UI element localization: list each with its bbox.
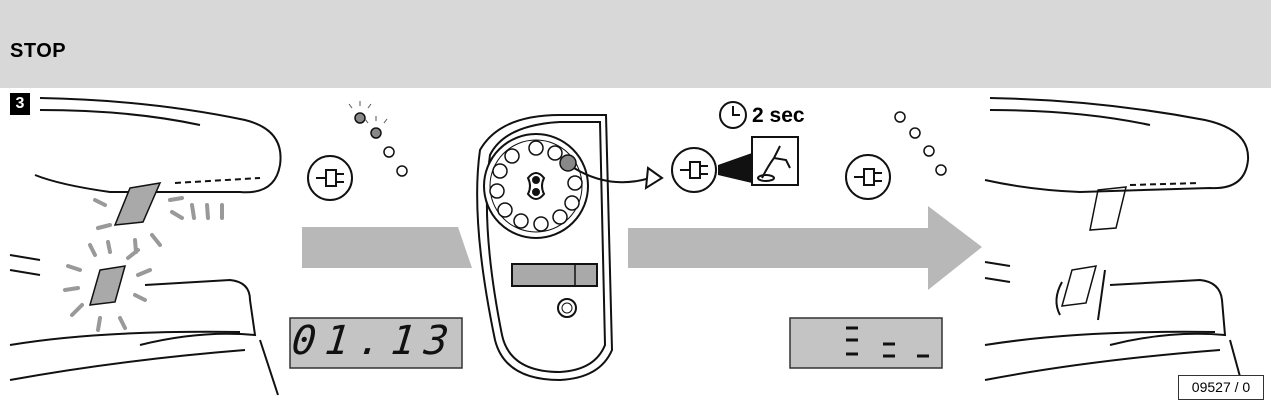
- left-car-illustration: [9, 97, 282, 396]
- timer-label: 2 sec: [752, 104, 805, 127]
- lower-light: [88, 265, 127, 306]
- led-indicator-left: [348, 101, 408, 177]
- press-beam: [718, 153, 752, 183]
- clock-icon: [719, 101, 747, 129]
- right-car-illustration: [984, 97, 1250, 396]
- lcd-display-right: [789, 317, 943, 369]
- step-number-badge: 3: [10, 93, 30, 115]
- page-title: STOP: [10, 40, 67, 62]
- start-stop-button: [557, 298, 577, 318]
- lcd-left-value: 01.13: [289, 318, 460, 364]
- blink-rays: [63, 196, 224, 332]
- arrow-bar-left: [302, 227, 472, 268]
- illustration: [9, 97, 1250, 396]
- lcd-right-segments: [846, 326, 929, 358]
- remote-slot: [511, 263, 598, 287]
- plug-icon: [307, 155, 353, 201]
- led-indicator-right: [894, 111, 947, 176]
- upper-light: [113, 182, 162, 226]
- dial-buttons: [489, 140, 583, 232]
- blinking-lights: [63, 182, 224, 332]
- arrow-right: [628, 206, 982, 290]
- lcd-display-left: [289, 317, 463, 369]
- curved-arrow: [573, 167, 651, 184]
- finger-press-icon: [751, 136, 799, 186]
- reference-code: 09527 / 0: [1178, 375, 1264, 400]
- header-band: [0, 0, 1271, 88]
- remote-control: [476, 114, 614, 382]
- plug-icon-right: [845, 154, 891, 200]
- plug-icon-middle: [671, 147, 717, 193]
- curved-arrow-head: [644, 166, 664, 190]
